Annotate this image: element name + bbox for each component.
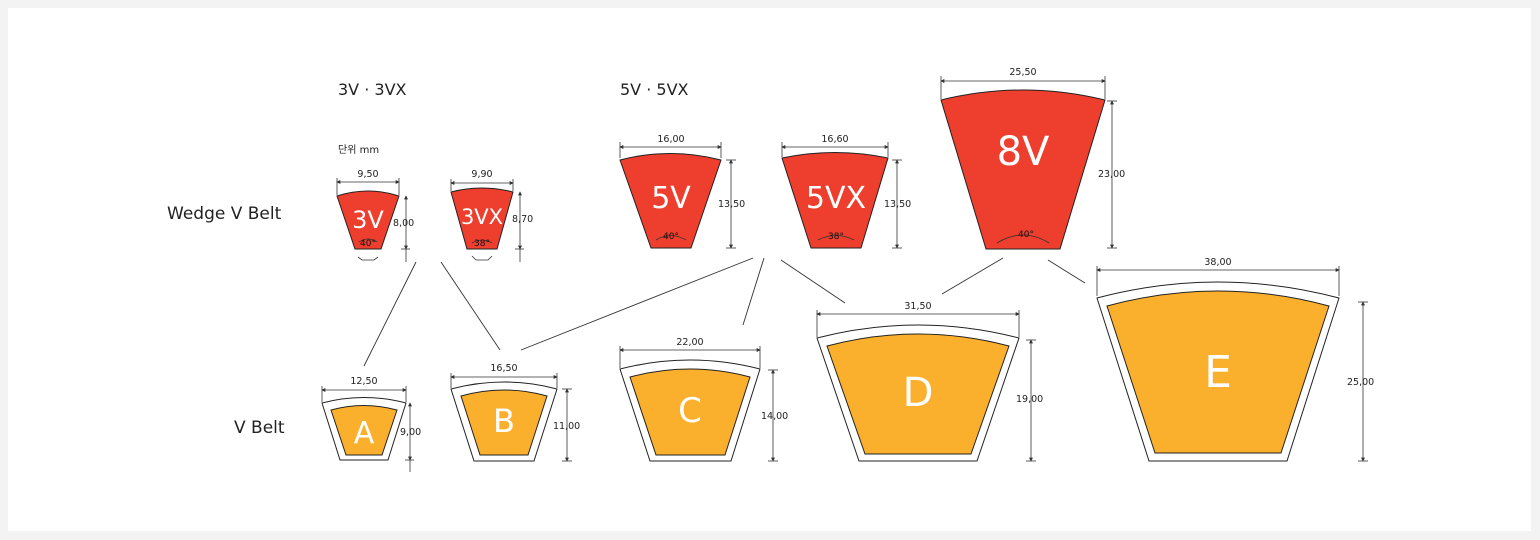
angle-3v: 40° [360,239,376,249]
wedge-belt-5vx: 38° 5VX 16,60 13,50 [781,134,911,249]
width-3v: 9,50 [357,169,378,180]
name-8v: 8V [997,129,1050,175]
height-5vx: 13,50 [884,199,911,210]
height-a: 9,00 [400,427,421,438]
height-3vx: 8,70 [512,214,533,225]
name-e: E [1204,347,1232,398]
height-8v: 23,00 [1098,169,1125,180]
angle-8v: 40° [1018,230,1034,240]
profile-5vx [781,152,889,249]
height-b: 11,00 [553,421,580,432]
wedge-belt-3vx: 38° 3VX 9,90 8,70 [450,169,533,262]
width-5v: 16,00 [657,134,684,145]
inner-profile-b [460,389,548,456]
angle-5vx: 38° [828,232,844,242]
width-5vx: 16,60 [821,134,848,145]
height-d: 19,00 [1016,394,1043,405]
width-8v: 25,50 [1009,67,1036,78]
name-5v: 5V [651,181,691,216]
profile-5v [619,153,722,249]
v-belt-a: A 12,50 9,00 [321,376,421,472]
v-belt-c: C 22,00 14,00 [619,337,788,462]
width-b: 16,50 [490,363,517,374]
width-d: 31,50 [904,301,931,312]
connector-8v-d [941,257,1004,295]
heading-5v-5vx: 5V · 5VX [620,80,689,99]
connector-3v-a [363,261,417,367]
v-belt-d: D 31,50 19,00 [816,301,1043,462]
profile-8v [940,89,1106,250]
name-5vx: 5VX [806,181,866,216]
v-belt-e: E 38,00 25,00 [1096,257,1374,462]
diagram-frame: 3V · 3VX 5V · 5VX 단위 mm Wedge V Belt V B… [8,8,1531,531]
name-3vx: 3VX [461,205,503,229]
name-3v: 3V [352,206,384,234]
row-label-wedge-v-belt: Wedge V Belt [167,204,282,224]
connector-5v-b [520,257,754,351]
v-belt-b: B 16,50 11,00 [450,363,580,462]
width-c: 22,00 [676,337,703,348]
profile-3v [336,190,400,250]
inner-profile-e [1106,290,1330,454]
height-e: 25,00 [1347,377,1374,388]
heading-3v-3vx: 3V · 3VX [338,80,407,99]
inner-profile-c [629,368,751,456]
name-b: B [493,402,515,440]
connector-8v-e [1047,259,1086,284]
inner-profile-a [330,405,398,456]
height-c: 14,00 [761,411,788,422]
unit-label: 단위 mm [338,143,379,156]
width-a: 12,50 [350,376,377,387]
profile-3vx [450,187,514,250]
name-c: C [678,391,702,431]
row-label-v-belt: V Belt [234,418,285,438]
width-3vx: 9,90 [471,169,492,180]
name-a: A [354,416,375,451]
width-e: 38,00 [1204,257,1231,268]
wedge-belt-8v: 40° 8V 25,50 23,00 [940,67,1125,250]
height-3v: 8,00 [393,218,414,229]
wedge-belt-5v: 40° 5V 16,00 13,50 [619,134,745,249]
height-5v: 13,50 [718,199,745,210]
connector-5vx-d [780,259,846,304]
connector-lines [363,257,1086,367]
connector-3vx-b [440,261,501,351]
belt-size-diagram: 3V · 3VX 5V · 5VX 단위 mm Wedge V Belt V B… [167,67,1374,472]
angle-5v: 40° [663,232,679,242]
name-d: D [903,370,934,416]
wedge-belt-3v: 40° 3V 9,50 8,00 [336,169,414,262]
connector-5v-c [742,257,765,326]
angle-3vx: 38° [474,239,490,249]
inner-profile-d [826,333,1010,455]
